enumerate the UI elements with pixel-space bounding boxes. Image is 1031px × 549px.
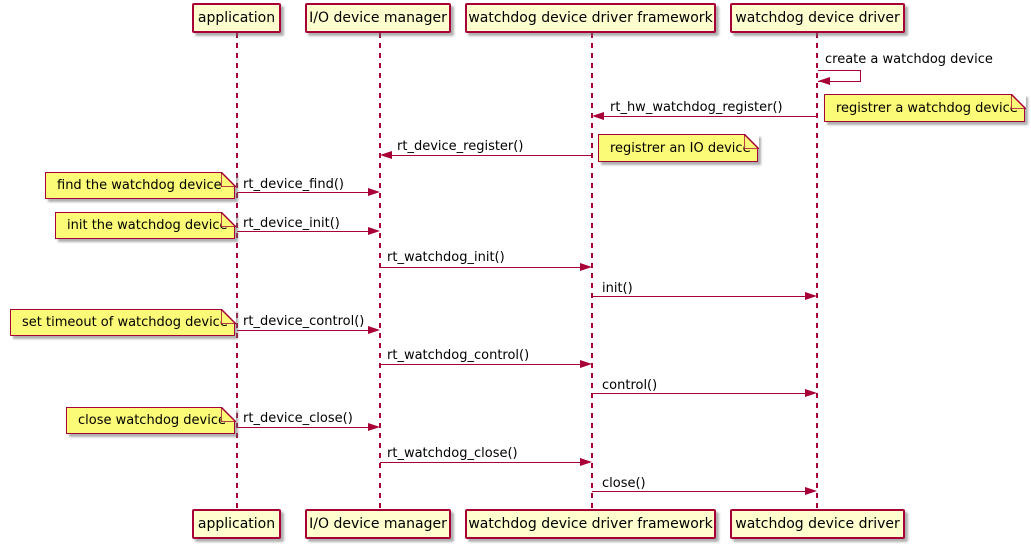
lifeline-watchdog-driver [816,33,818,509]
note-init-watchdog-device: init the watchdog device [55,211,236,239]
message-label-init: init() [602,281,633,296]
arrowhead-right-icon [805,292,817,300]
message-label-create-device: create a watchdog device [825,52,993,67]
message-line [237,231,369,232]
note-text: registrer an IO device [610,140,751,156]
participant-application-bottom: application [192,509,281,539]
arrowhead-right-icon [580,360,592,368]
participant-framework-top: watchdog device driver framework [465,3,716,33]
note-find-watchdog-device: find the watchdog device [45,171,236,199]
lifeline-application [236,33,238,509]
note-text: find the watchdog device [57,178,222,193]
note-fold-icon [220,308,236,324]
message-line [237,192,369,193]
message-line [237,330,369,331]
message-label-watchdog-close: rt_watchdog_close() [387,446,518,461]
note-fold-icon [1010,93,1026,109]
participant-io-manager-bottom: I/O device manager [305,509,451,539]
message-line [237,427,369,428]
arrowhead-right-icon [368,326,380,334]
note-text: set timeout of watchdog device [22,315,228,330]
message-label-hw-register: rt_hw_watchdog_register() [610,100,783,115]
message-label-watchdog-control: rt_watchdog_control() [387,348,530,363]
lifeline-io-device-manager [379,33,381,509]
message-label-device-find: rt_device_find() [243,177,344,192]
note-fold-icon [220,211,236,227]
message-label-device-control: rt_device_control() [243,314,365,329]
note-registrer-watchdog-device: registrer a watchdog device [824,93,1026,122]
message-line [391,155,592,156]
note-text: init the watchdog device [67,218,228,233]
arrowhead-right-icon [805,487,817,495]
note-fold-icon [220,406,236,422]
note-text: close watchdog device [78,413,226,428]
note-fold-icon [220,171,236,187]
message-label-device-register: rt_device_register() [397,139,524,154]
arrowhead-right-icon [368,188,380,196]
note-fold-icon [743,133,759,149]
note-close-watchdog-device: close watchdog device [66,406,236,434]
arrowhead-left-icon [592,112,604,120]
participant-application-top: application [192,3,281,33]
message-line [380,267,581,268]
message-label-device-init: rt_device_init() [243,216,340,231]
arrowhead-right-icon [580,458,592,466]
participant-driver-top: watchdog device driver [730,3,905,33]
arrowhead-left-icon [380,151,392,159]
message-label-close: close() [602,476,646,491]
message-label-device-close: rt_device_close() [243,411,353,426]
participant-io-manager-top: I/O device manager [305,3,451,33]
message-label-watchdog-init: rt_watchdog_init() [387,250,505,265]
arrowhead-right-icon [580,263,592,271]
note-text: registrer a watchdog device [836,100,1018,116]
message-line [603,116,817,117]
self-message-loop [818,70,861,82]
message-line [592,296,806,297]
note-registrer-io-device: registrer an IO device [598,133,759,162]
arrowhead-right-icon [805,389,817,397]
message-line [380,364,581,365]
message-line [380,462,581,463]
participant-driver-bottom: watchdog device driver [730,509,905,539]
participant-framework-bottom: watchdog device driver framework [465,509,716,539]
message-line [592,491,806,492]
message-label-control: control() [602,378,658,393]
arrowhead-right-icon [368,423,380,431]
arrowhead-left-icon [818,77,830,85]
message-line [592,393,806,394]
arrowhead-right-icon [368,227,380,235]
note-set-timeout: set timeout of watchdog device [10,308,236,336]
lifeline-watchdog-framework [591,33,593,509]
